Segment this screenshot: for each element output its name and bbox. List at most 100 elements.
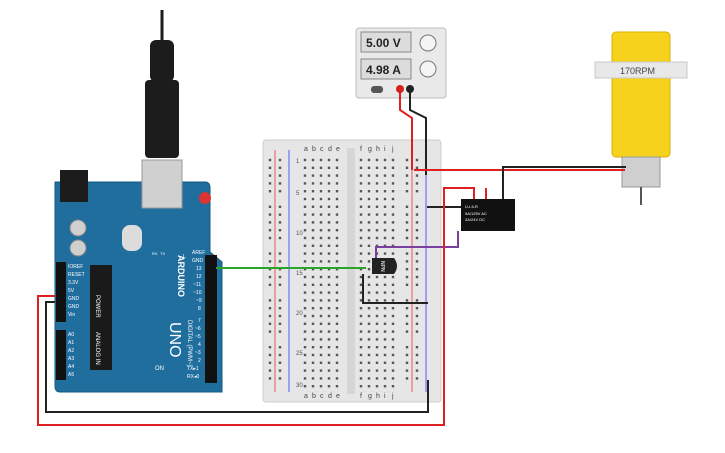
breadboard-hole[interactable] — [375, 361, 379, 364]
breadboard-hole[interactable] — [319, 361, 323, 364]
breadboard-hole[interactable] — [383, 314, 387, 318]
breadboard-hole[interactable] — [367, 291, 371, 294]
breadboard-hole[interactable] — [383, 166, 387, 169]
breadboard-hole[interactable] — [327, 260, 331, 263]
breadboard-hole[interactable] — [367, 182, 371, 185]
breadboard-hole[interactable] — [383, 338, 387, 341]
breadboard-hole[interactable] — [311, 213, 315, 216]
breadboard-hole[interactable] — [327, 314, 331, 318]
rail-hole[interactable] — [278, 158, 282, 162]
breadboard-hole[interactable] — [383, 182, 387, 185]
breadboard-hole[interactable] — [359, 229, 363, 232]
breadboard-hole[interactable] — [319, 205, 323, 208]
breadboard-hole[interactable] — [335, 385, 339, 388]
rail-hole[interactable] — [405, 330, 409, 333]
breadboard-hole[interactable] — [303, 353, 307, 357]
breadboard-hole[interactable] — [375, 205, 379, 208]
breadboard-holes[interactable] — [268, 158, 419, 388]
breadboard-hole[interactable] — [375, 369, 379, 372]
rail-hole[interactable] — [405, 275, 409, 279]
rail-hole[interactable] — [415, 314, 419, 318]
breadboard-hole[interactable] — [367, 229, 371, 232]
breadboard-hole[interactable] — [367, 330, 371, 333]
rail-hole[interactable] — [278, 190, 282, 193]
dc-motor[interactable]: 170RPM — [594, 31, 688, 205]
breadboard-hole[interactable] — [335, 299, 339, 302]
breadboard-hole[interactable] — [327, 197, 331, 201]
breadboard-hole[interactable] — [383, 174, 387, 177]
breadboard-hole[interactable] — [311, 268, 315, 271]
breadboard-hole[interactable] — [391, 166, 395, 169]
breadboard-hole[interactable] — [327, 229, 331, 232]
rail-hole[interactable] — [415, 205, 419, 208]
breadboard-hole[interactable] — [335, 291, 339, 294]
breadboard-hole[interactable] — [367, 369, 371, 372]
breadboard-hole[interactable] — [303, 174, 307, 177]
rail-hole[interactable] — [405, 322, 409, 325]
breadboard-hole[interactable] — [367, 190, 371, 193]
breadboard-hole[interactable] — [311, 260, 315, 263]
breadboard-hole[interactable] — [335, 213, 339, 216]
breadboard-hole[interactable] — [391, 322, 395, 325]
rail-hole[interactable] — [415, 252, 419, 255]
breadboard-hole[interactable] — [391, 205, 395, 208]
breadboard-hole[interactable] — [367, 197, 371, 201]
breadboard-hole[interactable] — [391, 307, 395, 310]
rail-hole[interactable] — [268, 268, 272, 271]
breadboard-hole[interactable] — [327, 291, 331, 294]
breadboard-hole[interactable] — [359, 174, 363, 177]
rail-hole[interactable] — [278, 268, 282, 271]
rail-hole[interactable] — [268, 229, 272, 232]
breadboard-hole[interactable] — [311, 307, 315, 310]
breadboard-hole[interactable] — [319, 158, 323, 162]
breadboard-hole[interactable] — [367, 361, 371, 364]
breadboard-hole[interactable] — [303, 330, 307, 333]
breadboard-hole[interactable] — [303, 213, 307, 216]
rail-hole[interactable] — [405, 268, 409, 271]
rail-hole[interactable] — [278, 346, 282, 349]
breadboard-hole[interactable] — [303, 205, 307, 208]
breadboard-hole[interactable] — [327, 322, 331, 325]
breadboard-hole[interactable] — [383, 221, 387, 224]
breadboard-hole[interactable] — [319, 369, 323, 372]
rail-hole[interactable] — [405, 190, 409, 193]
breadboard-hole[interactable] — [375, 291, 379, 294]
wire-black-relay-to-motor[interactable] — [502, 166, 626, 199]
rail-hole[interactable] — [405, 353, 409, 357]
breadboard-hole[interactable] — [319, 353, 323, 357]
breadboard-hole[interactable] — [383, 377, 387, 380]
breadboard-hole[interactable] — [359, 353, 363, 357]
wire-black-transistor-to-ground[interactable] — [362, 274, 428, 304]
breadboard-hole[interactable] — [359, 322, 363, 325]
breadboard-hole[interactable] — [383, 213, 387, 216]
breadboard-hole[interactable] — [319, 260, 323, 263]
breadboard-hole[interactable] — [311, 299, 315, 302]
rail-hole[interactable] — [405, 283, 409, 286]
breadboard-hole[interactable] — [311, 236, 315, 240]
rail-hole[interactable] — [278, 377, 282, 380]
breadboard-hole[interactable] — [391, 182, 395, 185]
breadboard-hole[interactable] — [375, 190, 379, 193]
breadboard-hole[interactable] — [359, 307, 363, 310]
rail-hole[interactable] — [405, 213, 409, 216]
breadboard-hole[interactable] — [335, 268, 339, 271]
breadboard-hole[interactable] — [311, 174, 315, 177]
breadboard-hole[interactable] — [303, 283, 307, 286]
breadboard-hole[interactable] — [383, 346, 387, 349]
breadboard-hole[interactable] — [311, 252, 315, 255]
breadboard-hole[interactable] — [359, 197, 363, 201]
breadboard-hole[interactable] — [303, 307, 307, 310]
breadboard-hole[interactable] — [391, 190, 395, 193]
arduino-uno-board[interactable]: ARDUINO UNO DIGITAL (PWM~) POWER ANALOG … — [54, 10, 223, 393]
rail-hole[interactable] — [278, 353, 282, 357]
rail-hole[interactable] — [278, 205, 282, 208]
rail-hole[interactable] — [268, 275, 272, 279]
wire-black-gnd-loop[interactable] — [45, 301, 429, 413]
breadboard-hole[interactable] — [375, 330, 379, 333]
breadboard-hole[interactable] — [311, 229, 315, 232]
breadboard-hole[interactable] — [383, 361, 387, 364]
rail-hole[interactable] — [415, 166, 419, 169]
usb-cable-icon[interactable] — [145, 80, 179, 158]
rail-hole[interactable] — [415, 275, 419, 279]
breadboard-hole[interactable] — [391, 346, 395, 349]
